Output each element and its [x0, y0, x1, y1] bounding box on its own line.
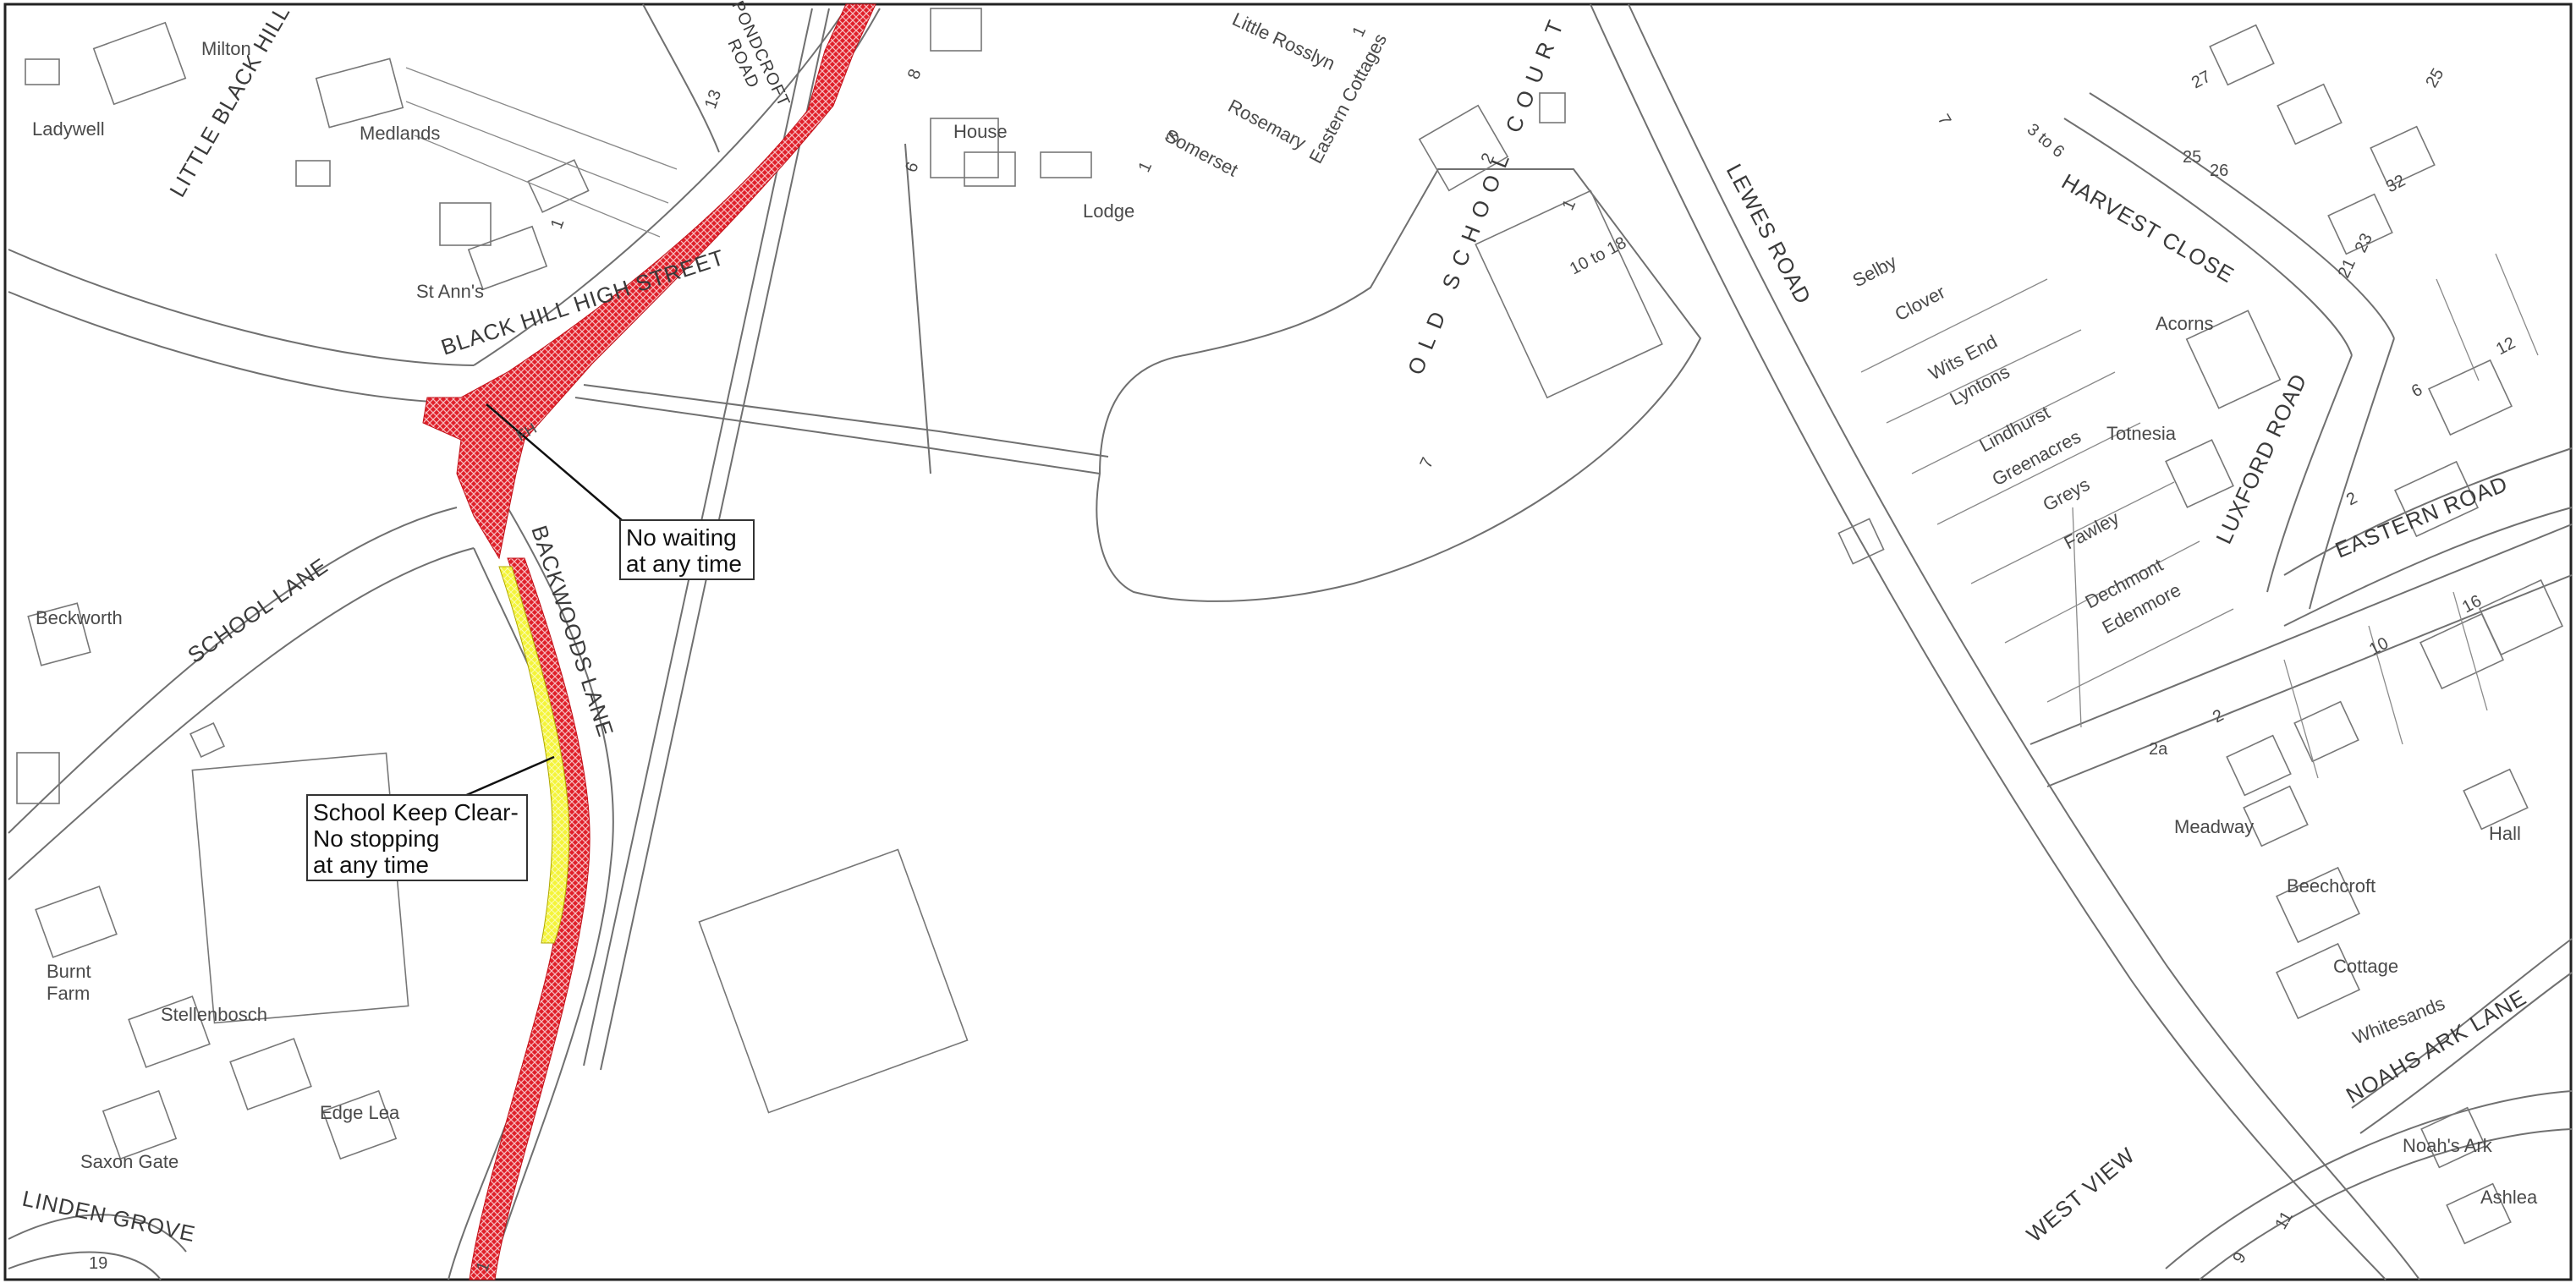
place-label: Ashlea	[2480, 1187, 2538, 1208]
callout-leaders	[456, 403, 623, 801]
place-label: Noah's Ark	[2403, 1135, 2493, 1156]
place-label: Acorns	[2156, 313, 2213, 334]
house-number: 19	[89, 1254, 107, 1273]
place-label: Stellenbosch	[161, 1004, 267, 1025]
callout-text: at any time	[313, 852, 429, 878]
school-keep-clear-marking[interactable]	[498, 566, 570, 944]
place-label: Lodge	[1083, 200, 1134, 222]
callout-school-keep-clear: School Keep Clear- No stopping at any ti…	[306, 794, 528, 881]
place-label: Saxon Gate	[80, 1151, 179, 1172]
place-label: Beechcroft	[2287, 875, 2376, 896]
callout-text: No stopping	[313, 825, 440, 852]
map-frame	[3, 3, 2573, 1281]
plot-lines	[405, 67, 2539, 779]
place-label: Cottage	[2333, 956, 2398, 977]
house-number: 26	[2210, 162, 2228, 180]
place-label: Ladywell	[32, 118, 105, 140]
place-label: Burnt	[47, 961, 91, 982]
place-label: House	[953, 121, 1008, 142]
place-label: St Ann's	[416, 281, 484, 302]
callout-text: at any time	[626, 551, 742, 577]
place-label: Medlands	[360, 123, 440, 144]
place-label: Meadway	[2174, 816, 2254, 837]
place-label: Hall	[2489, 823, 2521, 844]
place-label: Totnesia	[2106, 423, 2177, 444]
place-label: Beckworth	[36, 607, 123, 628]
place-label: Milton	[201, 38, 251, 59]
place-label: Edge Lea	[320, 1102, 400, 1123]
no-waiting-highstreet[interactable]	[422, 3, 876, 560]
roads-linework	[8, 3, 2573, 1280]
place-label: Farm	[47, 983, 90, 1004]
house-number: 25	[2183, 148, 2201, 167]
house-number: 2a	[2149, 740, 2168, 759]
callout-text: No waiting	[626, 524, 737, 551]
callout-text: School Keep Clear-	[313, 799, 519, 825]
callout-no-waiting: No waiting at any time	[619, 519, 755, 580]
